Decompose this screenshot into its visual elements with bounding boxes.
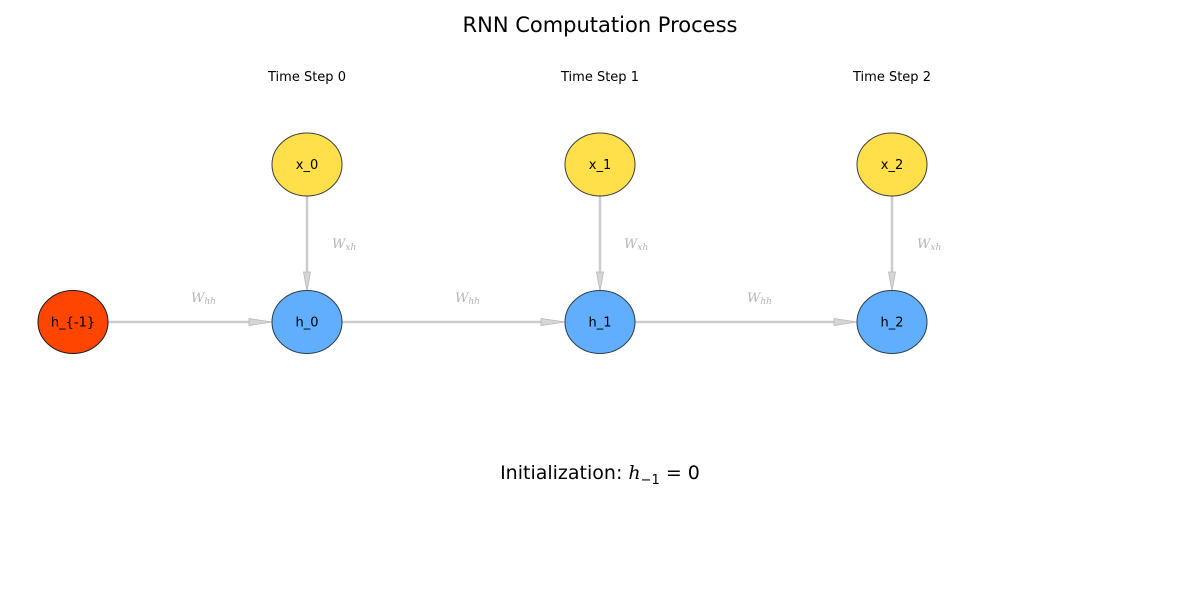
input-edge-x2-to-h2 [888,196,896,292]
time-step-label-0: Time Step 0 [267,70,346,85]
input-node-label: x_0 [296,158,318,173]
recurrent-edge-init-to-h0 [108,318,273,326]
hidden-node-h1: h_1 [564,290,636,354]
weight-label-xh-1: Wxh [624,237,648,253]
initialization-caption: Initialization: h−1 = 0 [500,462,700,488]
input-node-x1: x_1 [564,132,636,197]
hidden-node-label: h_2 [880,316,903,331]
weight-label-hh-1: Whh [455,291,480,307]
time-step-label-1: Time Step 1 [560,70,639,85]
input-edge-x0-to-h0 [303,196,311,292]
hidden-node-h2: h_2 [856,290,928,354]
time-step-label-2: Time Step 2 [852,70,931,85]
hidden-node-h0: h_0 [271,290,343,354]
diagram-title: RNN Computation Process [463,13,738,37]
input-node-label: x_2 [881,158,903,173]
recurrent-edge-h1-to-h2 [635,318,858,326]
input-node-x2: x_2 [856,132,928,197]
weight-label-hh-0: Whh [191,291,216,307]
hidden-node-label: h_1 [588,316,611,331]
recurrent-edge-h0-to-h1 [342,318,566,326]
input-node-label: x_1 [589,158,611,173]
input-node-x0: x_0 [271,132,343,197]
hidden-node-label: h_0 [295,316,318,331]
initial-state-node: h_{-1} [37,290,109,354]
weight-label-xh-0: Wxh [332,237,356,253]
initial-state-label: h_{-1} [51,316,95,331]
weight-label-xh-2: Wxh [917,237,941,253]
weight-label-hh-2: Whh [747,291,772,307]
input-edge-x1-to-h1 [596,196,604,292]
